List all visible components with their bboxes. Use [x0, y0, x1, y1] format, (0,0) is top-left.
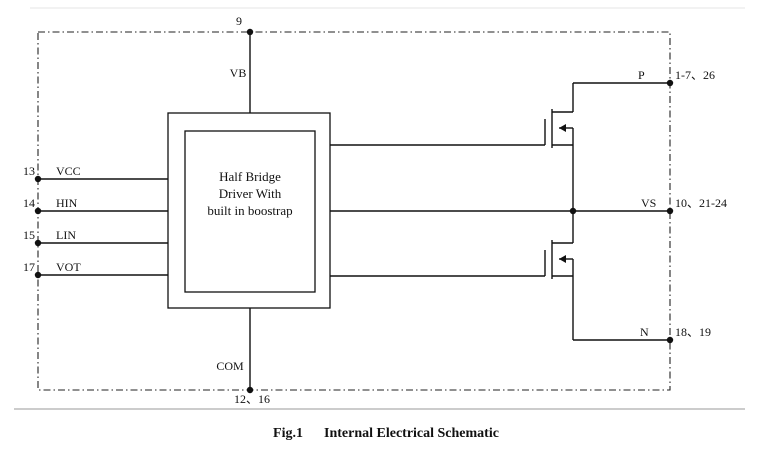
figure-title: Internal Electrical Schematic: [324, 426, 499, 441]
com-pin-dot: [246, 386, 254, 394]
hin-net: 14 HIN: [23, 196, 168, 215]
p-label: P: [638, 68, 645, 82]
n-label: N: [640, 325, 649, 339]
vcc-pin-number: 13: [23, 164, 35, 178]
driver-ic-inner: [184, 130, 316, 293]
vb-pin-number: 9: [236, 14, 242, 28]
vcc-pin-dot: [34, 175, 42, 183]
p-pin-number: 1-7、26: [675, 68, 715, 82]
vb-label: VB: [230, 66, 247, 80]
driver-ic-line1: Half Bridge: [219, 169, 281, 184]
vb-net: 9 VB: [230, 14, 254, 113]
driver-ic: Half Bridge Driver With built in boostra…: [167, 112, 331, 309]
hin-pin-number: 14: [23, 196, 35, 210]
lin-pin-dot: [34, 239, 42, 247]
p-net: P 1-7、26: [573, 68, 715, 87]
vb-pin-dot: [246, 28, 254, 36]
vot-net: 17 VOT: [23, 260, 168, 279]
lin-pin-number: 15: [23, 228, 35, 242]
figure-number: Fig.1: [273, 426, 303, 441]
vs-net: VS 10、21-24: [641, 196, 727, 215]
com-pin-number: 12、16: [234, 392, 270, 406]
low-side-mosfet: [544, 240, 574, 279]
p-pin-dot: [666, 79, 674, 87]
vot-pin-dot: [34, 271, 42, 279]
vs-pin-dot: [666, 207, 674, 215]
com-label: COM: [216, 359, 244, 373]
hin-pin-dot: [34, 207, 42, 215]
figure-caption: Fig.1 Internal Electrical Schematic: [0, 426, 772, 442]
high-side-mosfet: [544, 83, 574, 148]
driver-ic-line3: built in boostrap: [207, 203, 292, 218]
vs-label: VS: [641, 196, 656, 210]
driver-ic-line2: Driver With: [219, 186, 282, 201]
com-net: COM 12、16: [216, 308, 270, 406]
lin-label: LIN: [56, 228, 76, 242]
vcc-net: 13 VCC: [23, 164, 168, 183]
hin-label: HIN: [56, 196, 78, 210]
lin-net: 15 LIN: [23, 228, 168, 247]
vot-pin-number: 17: [23, 260, 35, 274]
vcc-label: VCC: [56, 164, 81, 178]
vot-label: VOT: [56, 260, 81, 274]
n-net: N 18、19: [573, 325, 711, 344]
vs-pin-number: 10、21-24: [675, 196, 727, 210]
vs-junction-dot: [569, 207, 577, 215]
n-pin-number: 18、19: [675, 325, 711, 339]
n-pin-dot: [666, 336, 674, 344]
